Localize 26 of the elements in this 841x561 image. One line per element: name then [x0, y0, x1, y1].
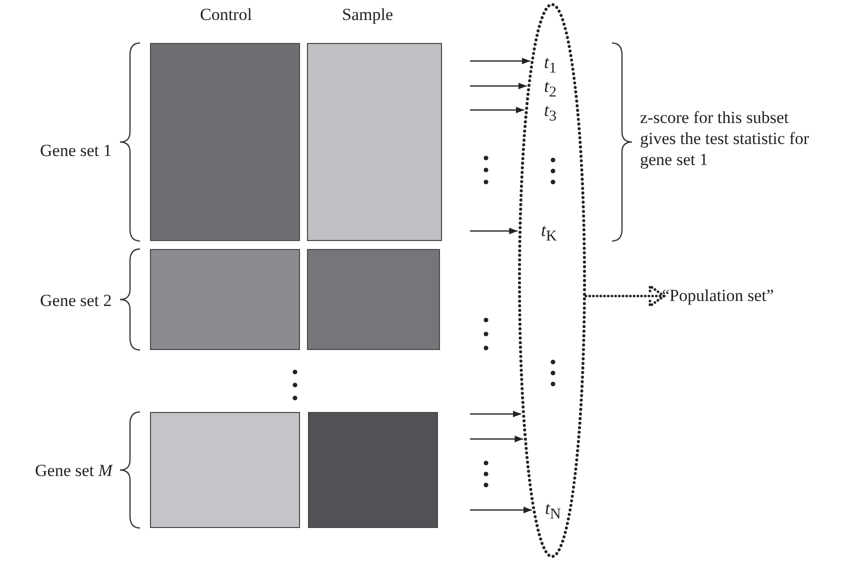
arrow [470, 506, 532, 514]
dotted-ellipse [518, 3, 586, 558]
arrow [470, 106, 524, 114]
arrow [470, 436, 524, 442]
column-header: Sample [342, 4, 393, 25]
statistic-label: t$_{3}$ [544, 100, 557, 127]
arrow [470, 410, 522, 418]
set-label: “Population set” [662, 285, 774, 306]
statistic-label: t$_{1}$ [544, 52, 557, 79]
row-label: Gene set 1 [40, 140, 112, 161]
column-header: Control [200, 4, 252, 25]
statistic-label: t$_{N}$ [545, 498, 561, 525]
arrow [470, 228, 518, 234]
row-label: Gene set M [35, 460, 112, 481]
statistic-label: t$_{K}$ [541, 220, 557, 247]
heatmap-block [150, 249, 300, 350]
arrow [470, 58, 530, 64]
heatmap-block [307, 249, 440, 350]
heatmap-block [150, 43, 300, 241]
arrow [470, 82, 527, 90]
heatmap-block [307, 43, 442, 241]
statistic-label: t$_{2}$ [544, 76, 557, 103]
heatmap-block [150, 412, 300, 528]
heatmap-block [308, 412, 438, 528]
row-label: Gene set 2 [40, 290, 112, 311]
annotation-text: z-score for this subset gives the test statistic for gene set 1 [640, 107, 810, 170]
